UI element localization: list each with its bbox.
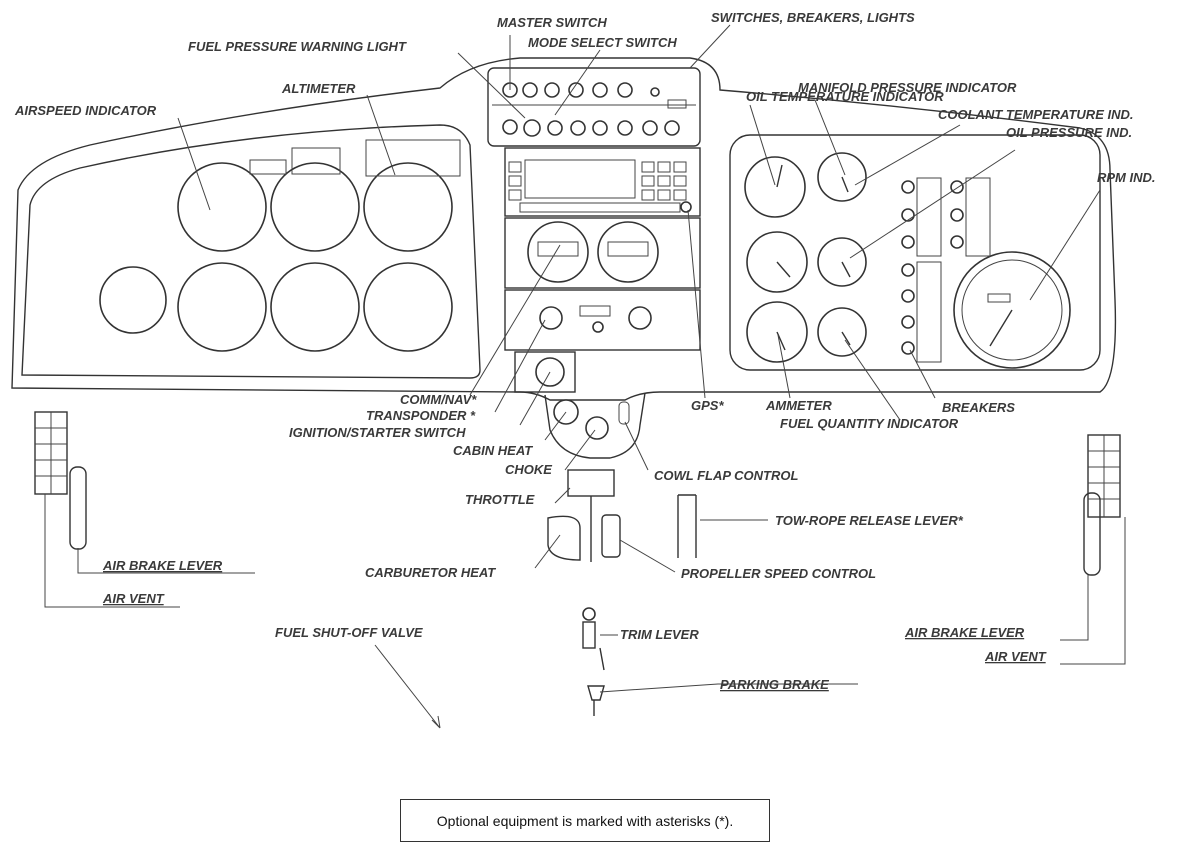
gps-screen [524,159,636,199]
label-fuel-quantity-indicator: FUEL QUANTITY INDICATOR [780,416,959,431]
left-air-brake-assembly [34,411,87,550]
label-oil-pressure-ind: OIL PRESSURE IND. [1006,125,1132,140]
right-subpanel [729,134,1101,371]
gauge-6 [363,262,453,352]
label-coolant-temperature-ind: COOLANT TEMPERATURE IND. [938,107,1133,122]
labels: MASTER SWITCH SWITCHES, BREAKERS, LIGHTS… [14,10,1156,692]
gauge-2 [270,162,360,252]
label-breakers: BREAKERS [942,400,1015,415]
label-air-brake-lever-right: AIR BRAKE LEVER [904,625,1025,640]
lower-console [544,392,646,459]
label-switches-breakers-lights: SWITCHES, BREAKERS, LIGHTS [711,10,915,25]
label-air-vent-left: AIR VENT [102,591,165,606]
note-text: Optional equipment is marked with asteri… [436,812,734,829]
label-cabin-heat: CABIN HEAT [453,443,533,458]
label-air-brake-lever-left: AIR BRAKE LEVER [102,558,223,573]
gps-buttons [508,161,692,213]
cowl-flap-handle [618,401,630,425]
choke-knob [585,416,609,440]
placard [365,139,461,177]
altimeter-gauge [363,162,453,252]
label-comm-nav: COMM/NAV* [400,392,477,407]
gauge-4 [177,262,267,352]
right-air-brake-assembly [1083,434,1121,576]
label-parking-brake: PARKING BRAKE [720,677,829,692]
label-transponder: TRANSPONDER * [366,408,476,423]
label-throttle: THROTTLE [465,492,535,507]
oil-temperature-gauge [744,156,806,218]
propeller-control-handle [601,514,621,558]
placard [291,147,341,175]
label-ammeter: AMMETER [765,398,832,413]
label-oil-temperature-indicator: OIL TEMPERATURE INDICATOR [746,89,944,104]
label-carburetor-heat: CARBURETOR HEAT [365,565,496,580]
leader-lines [44,24,1126,729]
throttle-handle [567,469,615,497]
label-rpm-ind: RPM IND. [1097,170,1156,185]
nav-dial [597,221,659,283]
small-gauge [99,266,167,334]
comm-nav-frame [504,217,701,289]
label-master-switch: MASTER SWITCH [497,15,607,30]
label-air-vent-right: AIR VENT [984,649,1047,664]
carburetor-heat-handle [547,515,581,561]
label-airspeed-indicator: AIRSPEED INDICATOR [14,103,157,118]
gps-unit-frame [504,147,701,217]
label-fuel-pressure-warning-light: FUEL PRESSURE WARNING LIGHT [188,39,407,54]
switch-panel [487,67,701,147]
panel-outline [11,57,1117,401]
label-altimeter: ALTIMETER [281,81,356,96]
label-gps: GPS* [691,398,724,413]
label-fuel-shut-off-valve: FUEL SHUT-OFF VALVE [275,625,423,640]
transponder-knob-right [628,306,652,330]
label-propeller-speed-control: PROPELLER SPEED CONTROL [681,566,876,581]
left-subpanel [21,124,481,379]
gauge-5 [270,262,360,352]
trim-and-parking [582,607,605,716]
throttle-quadrant [547,469,697,562]
label-manifold-pressure-indicator: MANIFOLD PRESSURE INDICATOR [798,80,1017,95]
label-choke: CHOKE [505,462,552,477]
airspeed-gauge [177,162,267,252]
label-cowl-flap-control: COWL FLAP CONTROL [654,468,798,483]
label-ignition-starter-switch: IGNITION/STARTER SWITCH [289,425,466,440]
transponder-frame [504,289,701,351]
switch-knobs [502,82,687,137]
comm-dial [527,221,589,283]
label-tow-rope-release-lever: TOW-ROPE RELEASE LEVER* [775,513,964,528]
placard [249,159,287,175]
transponder-knob-left [539,306,563,330]
label-mode-select-switch: MODE SELECT SWITCH [528,35,677,50]
ignition-frame [514,351,576,393]
label-trim-lever: TRIM LEVER [620,627,699,642]
optional-equipment-note: Optional equipment is marked with asteri… [400,799,770,842]
